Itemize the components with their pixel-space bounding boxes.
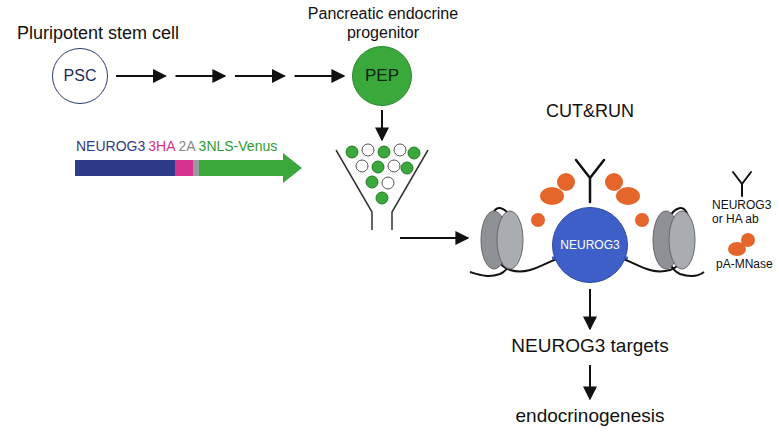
sorted-cells (346, 144, 420, 204)
cell-sort-funnel (336, 150, 428, 230)
pa-mnase-icon (728, 233, 755, 256)
legend-text: NEUROG3 or HA ab (712, 199, 774, 227)
cell-circle: NEUROG3 (552, 207, 628, 283)
arrow-connector (589, 365, 590, 399)
tag-label: 3HA (148, 138, 175, 154)
cell-heading: Pluripotent stem cell (3, 23, 193, 44)
nucleosome (481, 211, 523, 269)
antibody (576, 160, 604, 202)
cell-circle: Pancreatic endocrine progenitorPEP (352, 46, 412, 106)
cell-label: PSC (64, 67, 97, 85)
cell-heading: Pancreatic endocrine progenitor (298, 5, 468, 42)
cell-label: NEUROG3 (560, 238, 619, 252)
legend-text: pA-MNase (716, 258, 778, 272)
cell-circle: Pluripotent stem cellPSC (52, 48, 108, 104)
cell-label: PEP (365, 66, 399, 86)
step-label: NEUROG3 targets (511, 335, 668, 357)
nucleosome (653, 211, 695, 269)
gene-label: NEUROG3 (76, 138, 145, 154)
construct-bar (75, 153, 302, 183)
step-text: NEUROG3 targets (505, 333, 674, 359)
arrow-connector (589, 289, 590, 329)
peptide-label: 2A (178, 138, 195, 154)
arrow (400, 237, 468, 239)
construct-label-row: NEUROG33HA2A3NLS-Venus (76, 138, 277, 154)
arrow (381, 110, 383, 140)
method-label: CUT&RUN (546, 101, 634, 122)
step-label: endocrinogenesis (516, 405, 665, 427)
reporter-label: 3NLS-Venus (199, 138, 278, 154)
step-text: endocrinogenesis (510, 403, 671, 429)
antibody-icon (733, 172, 751, 196)
arrow-connector (116, 76, 344, 77)
